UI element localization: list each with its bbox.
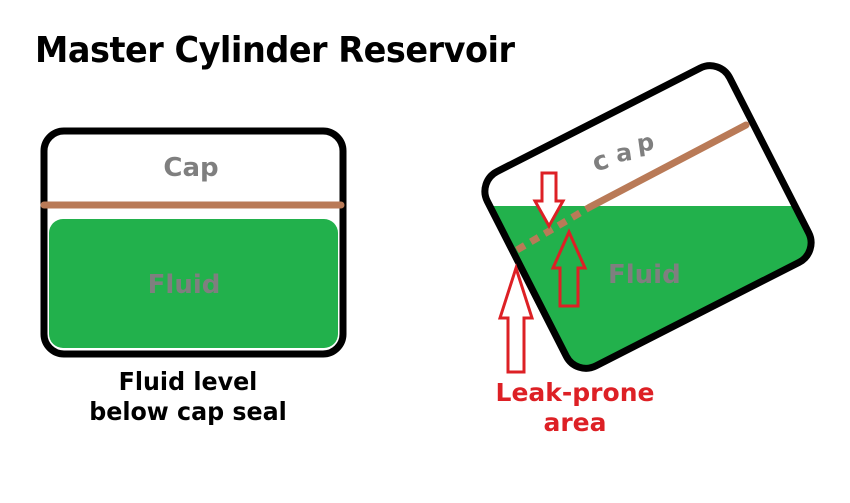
tilted-cap-seal-line bbox=[586, 121, 750, 211]
upright-caption-line1: Fluid level bbox=[118, 367, 258, 396]
upright-caption: Fluid level below cap seal bbox=[65, 367, 312, 427]
leak-caption: Leak-prone area bbox=[470, 378, 680, 438]
tilted-fluid-region bbox=[480, 206, 819, 376]
tilted-reservoir-outline bbox=[481, 62, 815, 372]
submerged-seal-line bbox=[515, 203, 592, 254]
leak-caption-line1: Leak-prone bbox=[495, 378, 655, 407]
leak-caption-line2: area bbox=[543, 408, 607, 437]
tilted-cap-letter-c: c bbox=[588, 145, 613, 178]
air-gap bbox=[49, 213, 338, 219]
tilted-cap-letter-p: p bbox=[635, 128, 656, 158]
tilted-fluid-label: Fluid bbox=[608, 260, 681, 290]
fluid-region bbox=[49, 219, 338, 348]
upright-reservoir: Cap Fluid bbox=[40, 127, 347, 358]
down-arrow-icon bbox=[532, 171, 566, 230]
tilted-cap-letter-a: a bbox=[614, 138, 634, 168]
diagram-title: Master Cylinder Reservoir bbox=[35, 30, 515, 71]
cap-label: Cap bbox=[163, 153, 218, 183]
leak-pointer-arrow-icon bbox=[497, 263, 535, 374]
fluid-label: Fluid bbox=[148, 270, 221, 300]
tilted-reservoir: c a p Fluid bbox=[480, 62, 819, 376]
up-arrow-icon bbox=[550, 228, 588, 308]
upright-caption-line2: below cap seal bbox=[89, 397, 287, 426]
reservoir-outline bbox=[40, 127, 347, 358]
